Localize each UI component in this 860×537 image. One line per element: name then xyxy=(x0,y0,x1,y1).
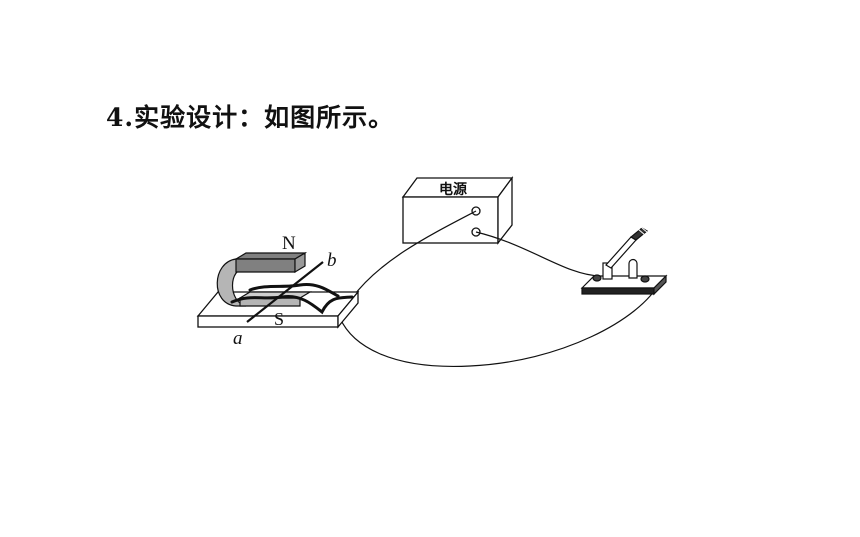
wire-power-to-switch xyxy=(475,231,601,277)
rod-end-b-label: b xyxy=(327,250,337,271)
connecting-wires xyxy=(339,210,661,368)
rod-end-a-label: a xyxy=(233,328,243,349)
switch-screw-right xyxy=(640,275,650,283)
metal-rod-ab xyxy=(246,261,324,323)
wire-power-to-rail xyxy=(351,210,477,299)
rail-back xyxy=(248,282,340,298)
wire-switch-to-base xyxy=(339,281,661,368)
switch-handle xyxy=(629,227,649,241)
rails xyxy=(230,282,354,315)
rail-front xyxy=(230,294,354,315)
power-supply xyxy=(401,176,514,245)
power-supply-label: 电源 xyxy=(439,181,467,198)
switch-screw-left xyxy=(592,274,602,282)
switch-clip xyxy=(628,258,638,279)
horseshoe-magnet xyxy=(216,251,313,307)
magnet-north-label: N xyxy=(282,233,296,254)
knife-switch xyxy=(580,226,668,296)
magnet-south-label: S xyxy=(274,309,284,329)
page-heading: 4.实验设计：如图所示。 xyxy=(106,103,395,132)
